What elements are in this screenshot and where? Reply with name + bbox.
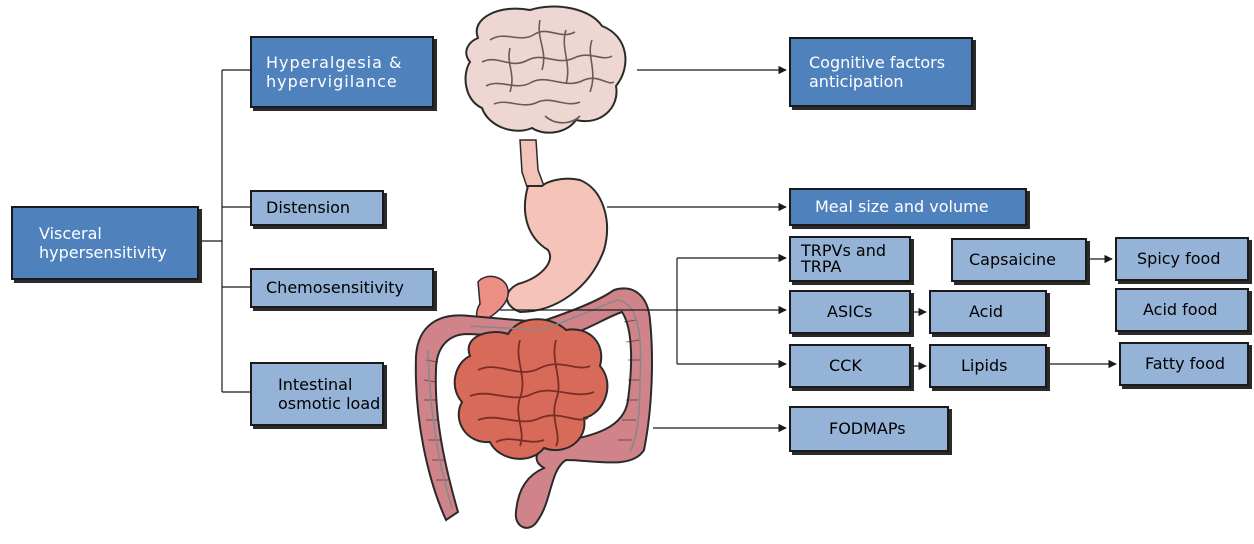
osmotic-load-label: Intestinal osmotic load [278, 375, 380, 413]
trpv-box: TRPVs and TRPA [789, 236, 911, 282]
chemosensitivity-box: Chemosensitivity [250, 268, 434, 308]
acid-food-label: Acid food [1143, 300, 1218, 319]
fatty-food-label: Fatty food [1145, 354, 1225, 373]
cck-box: CCK [789, 344, 911, 388]
visceral-hypersensitivity-box: Visceral hypersensitivity [11, 206, 199, 280]
cck-label: CCK [829, 356, 862, 375]
chemosensitivity-label: Chemosensitivity [266, 278, 404, 297]
hyperalgesia-box: Hyperalgesia & hypervigilance [250, 36, 434, 108]
spicy-food-box: Spicy food [1115, 237, 1249, 281]
digestive-tract-icon [416, 140, 652, 528]
visceral-hypersensitivity-label: Visceral hypersensitivity [39, 224, 167, 262]
fatty-food-box: Fatty food [1119, 342, 1249, 386]
cognitive-factors-label: Cognitive factors anticipation [809, 53, 945, 91]
meal-size-label: Meal size and volume [815, 197, 989, 216]
acid-label: Acid [969, 302, 1003, 321]
lipids-box: Lipids [929, 344, 1047, 388]
distension-box: Distension [250, 190, 384, 226]
meal-size-box: Meal size and volume [789, 188, 1027, 226]
distension-label: Distension [266, 198, 350, 217]
fodmaps-box: FODMAPs [789, 406, 949, 452]
cognitive-factors-box: Cognitive factors anticipation [789, 37, 973, 107]
brain-icon [466, 7, 626, 133]
spicy-food-label: Spicy food [1137, 249, 1220, 268]
tree-connectors [199, 70, 250, 392]
osmotic-load-box: Intestinal osmotic load [250, 362, 384, 426]
acid-box: Acid [929, 290, 1047, 334]
asics-box: ASICs [789, 290, 911, 334]
acid-food-box: Acid food [1115, 288, 1249, 332]
capsaicine-label: Capsaicine [969, 250, 1056, 269]
hyperalgesia-label: Hyperalgesia & hypervigilance [266, 53, 402, 91]
asics-label: ASICs [827, 302, 872, 321]
fodmaps-label: FODMAPs [829, 419, 906, 438]
capsaicine-box: Capsaicine [951, 238, 1087, 282]
trpv-label: TRPVs and TRPA [801, 243, 886, 275]
lipids-label: Lipids [961, 356, 1007, 375]
